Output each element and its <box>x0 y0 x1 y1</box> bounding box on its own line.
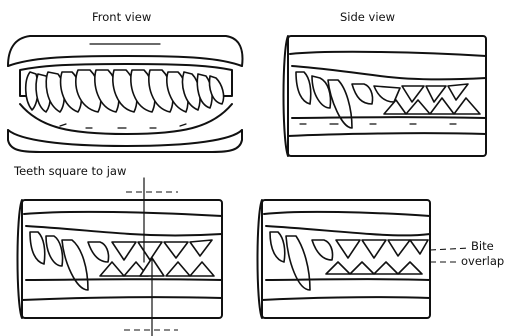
side-view-drawing <box>284 36 487 156</box>
front-view-drawing <box>8 36 242 152</box>
bite-overlap-drawing <box>258 200 471 318</box>
teeth-square-drawing <box>18 178 223 336</box>
